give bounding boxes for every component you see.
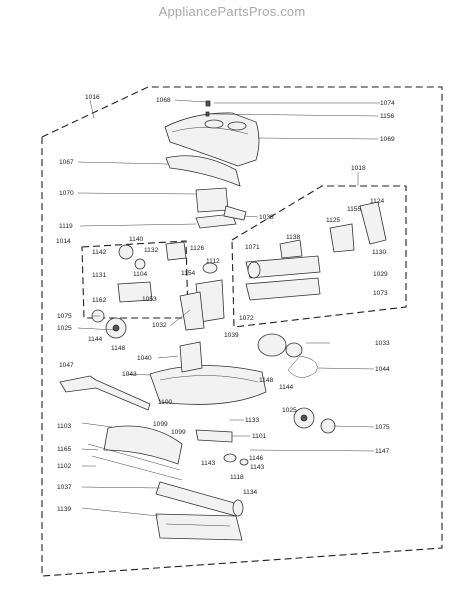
callout-1126: 1126 xyxy=(190,245,205,252)
callout-1144-right: 1144 xyxy=(279,384,294,391)
callout-1124: 1124 xyxy=(370,198,385,205)
callout-1147: 1147 xyxy=(375,448,390,455)
callout-1156: 1156 xyxy=(380,113,395,120)
top-cover-part xyxy=(164,112,260,167)
callout-1070: 1070 xyxy=(59,190,74,197)
callout-1074: 1074 xyxy=(380,100,395,107)
callout-1067: 1067 xyxy=(59,159,74,166)
callout-1038: 1038 xyxy=(259,214,274,221)
bracket-part xyxy=(195,213,237,229)
callout-1155: 1155 xyxy=(347,206,362,213)
callout-1018: 1018 xyxy=(351,165,366,172)
handle-part xyxy=(59,375,151,411)
callout-1068: 1068 xyxy=(156,97,171,104)
callout-1033: 1033 xyxy=(375,340,390,347)
callout-1016: 1016 xyxy=(85,94,100,101)
leader-lines xyxy=(77,99,380,517)
duct-parts xyxy=(179,262,225,331)
callout-1119: 1119 xyxy=(59,223,73,230)
callout-1112: 1112 xyxy=(206,258,220,265)
callout-1073: 1073 xyxy=(373,290,388,297)
callout-1118: 1118 xyxy=(230,474,244,481)
callout-1072: 1072 xyxy=(239,315,254,322)
callout-1069: 1069 xyxy=(380,136,395,143)
callout-1014: 1014 xyxy=(56,238,71,245)
callout-1044: 1044 xyxy=(375,366,390,373)
callout-1148-right: 1148 xyxy=(259,377,274,384)
callout-1040: 1040 xyxy=(137,355,152,362)
right-wheel-part xyxy=(293,407,336,434)
callout-1162: 1162 xyxy=(92,297,107,304)
motor-part xyxy=(257,333,303,358)
screw-part xyxy=(205,100,211,117)
switch-1038-part xyxy=(223,205,247,221)
callout-1144-left: 1144 xyxy=(88,336,103,343)
callout-1165: 1165 xyxy=(57,446,72,453)
callout-1132: 1132 xyxy=(144,247,159,254)
callout-1104: 1104 xyxy=(133,271,148,278)
callout-1025-left: 1025 xyxy=(57,325,72,332)
subassembly-1014-parts xyxy=(117,241,187,303)
callout-1071: 1071 xyxy=(245,244,260,251)
callout-1143-b: 1143 xyxy=(250,464,265,471)
bumper-part xyxy=(165,155,241,187)
left-wheel-part xyxy=(91,309,127,339)
axle-parts xyxy=(195,429,249,466)
agitator-part xyxy=(155,481,244,517)
callout-1053: 1053 xyxy=(142,296,157,303)
callout-1142: 1142 xyxy=(92,249,107,256)
callout-1143-a: 1143 xyxy=(201,460,216,467)
callout-1139: 1139 xyxy=(57,506,72,513)
callout-1133: 1133 xyxy=(245,417,260,424)
callout-1029: 1029 xyxy=(373,271,388,278)
callout-1134: 1134 xyxy=(243,489,258,496)
brushroll-part xyxy=(87,425,183,481)
callout-1099-a: 1099 xyxy=(153,421,168,428)
callout-1039: 1039 xyxy=(224,332,239,339)
callout-1047: 1047 xyxy=(59,362,74,369)
cover-1070-part xyxy=(195,187,229,213)
callout-1103: 1103 xyxy=(57,423,72,430)
callout-1037: 1037 xyxy=(57,484,72,491)
callout-1025-right: 1025 xyxy=(282,407,297,414)
callout-1043: 1043 xyxy=(122,371,137,378)
callout-1075-right: 1075 xyxy=(375,424,390,431)
subassembly-1018-parts xyxy=(245,201,387,301)
callout-1148-left: 1148 xyxy=(111,345,126,352)
callout-1140: 1140 xyxy=(129,236,144,243)
bottom-plate-part xyxy=(155,513,243,541)
callout-1075-left: 1075 xyxy=(57,313,72,320)
belt-part xyxy=(287,355,318,378)
callout-labels: 1016 1068 1074 1156 1069 1067 1018 1070 … xyxy=(56,94,395,513)
base-housing-part xyxy=(149,341,267,405)
callout-1101: 1101 xyxy=(252,433,267,440)
site-watermark: AppliancePartsPros.com xyxy=(158,4,306,19)
callout-1100: 1100 xyxy=(158,399,173,406)
callout-1102: 1102 xyxy=(57,463,72,470)
callout-1154: 1154 xyxy=(181,270,196,277)
callout-1130: 1130 xyxy=(372,249,387,256)
callout-1125: 1125 xyxy=(326,217,341,224)
callout-1131: 1131 xyxy=(92,272,107,279)
callout-1032: 1032 xyxy=(152,322,167,329)
callout-1138: 1138 xyxy=(286,234,301,241)
assembly-boundary xyxy=(41,86,443,577)
callout-1146: 1146 xyxy=(249,455,264,462)
callout-1099-b: 1099 xyxy=(171,429,186,436)
subassembly-1018-box xyxy=(231,185,407,328)
